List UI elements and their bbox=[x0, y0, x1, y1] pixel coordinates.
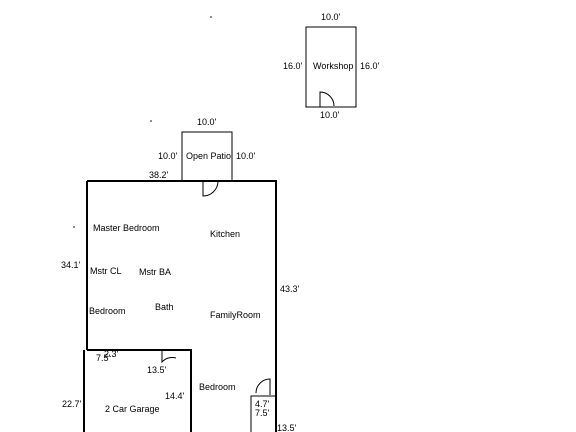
patio-label: Open Patio bbox=[186, 151, 231, 161]
workshop-dim-top: 10.0' bbox=[321, 12, 341, 22]
patio-dim-top: 10.0' bbox=[197, 117, 217, 127]
scan-dot bbox=[150, 120, 152, 122]
notch-dim-b: 7.5' bbox=[255, 408, 270, 418]
patio-door-icon bbox=[202, 181, 219, 197]
room-bedroom-right: Bedroom bbox=[199, 382, 236, 392]
garage-dim-inner: 14.4' bbox=[165, 391, 185, 401]
bedroom-door-icon bbox=[255, 378, 271, 395]
workshop-door-icon bbox=[319, 91, 335, 107]
scan-dot bbox=[210, 16, 212, 18]
house-outline bbox=[83, 180, 277, 432]
garage-door-icon bbox=[161, 350, 177, 364]
scan-dot bbox=[73, 226, 75, 228]
room-mstr-ba: Mstr BA bbox=[139, 267, 171, 277]
notch-wall bbox=[250, 395, 276, 432]
exterior-wall bbox=[86, 180, 277, 432]
garage-dim-left: 22.7' bbox=[62, 399, 82, 409]
house-dim-right: 43.3' bbox=[280, 284, 300, 294]
workshop: Workshop 10.0' 16.0' 16.0' 10.0' bbox=[283, 12, 380, 120]
room-mstr-cl: Mstr CL bbox=[90, 266, 122, 276]
house-dim-top: 38.2' bbox=[149, 170, 169, 180]
room-kitchen: Kitchen bbox=[210, 229, 240, 239]
garage-dim-small-b: 7.5' bbox=[96, 353, 111, 363]
garage-wall bbox=[87, 349, 192, 432]
workshop-dim-bottom: 10.0' bbox=[320, 110, 340, 120]
patio-dim-right: 10.0' bbox=[236, 151, 256, 161]
workshop-outline bbox=[305, 26, 357, 108]
patio-dim-left: 10.0' bbox=[158, 151, 178, 161]
garage-dim-small-a: 2.3' bbox=[104, 349, 119, 359]
room-master-bedroom: Master Bedroom bbox=[93, 223, 160, 233]
room-garage: 2 Car Garage bbox=[105, 404, 160, 414]
workshop-dim-left: 16.0' bbox=[283, 61, 303, 71]
room-bath: Bath bbox=[155, 302, 174, 312]
notch-dim-a: 4.7' bbox=[255, 399, 270, 409]
room-family-room: FamilyRoom bbox=[210, 310, 261, 320]
workshop-label: Workshop bbox=[313, 61, 353, 71]
house-dim-left: 34.1' bbox=[61, 260, 81, 270]
notch-dim-bottom: 13.5' bbox=[277, 423, 297, 432]
workshop-dim-right: 16.0' bbox=[360, 61, 380, 71]
room-bedroom-left: Bedroom bbox=[89, 306, 126, 316]
garage-dim-top: 13.5' bbox=[147, 365, 167, 375]
open-patio: Open Patio 10.0' 10.0' 10.0' bbox=[158, 117, 256, 182]
